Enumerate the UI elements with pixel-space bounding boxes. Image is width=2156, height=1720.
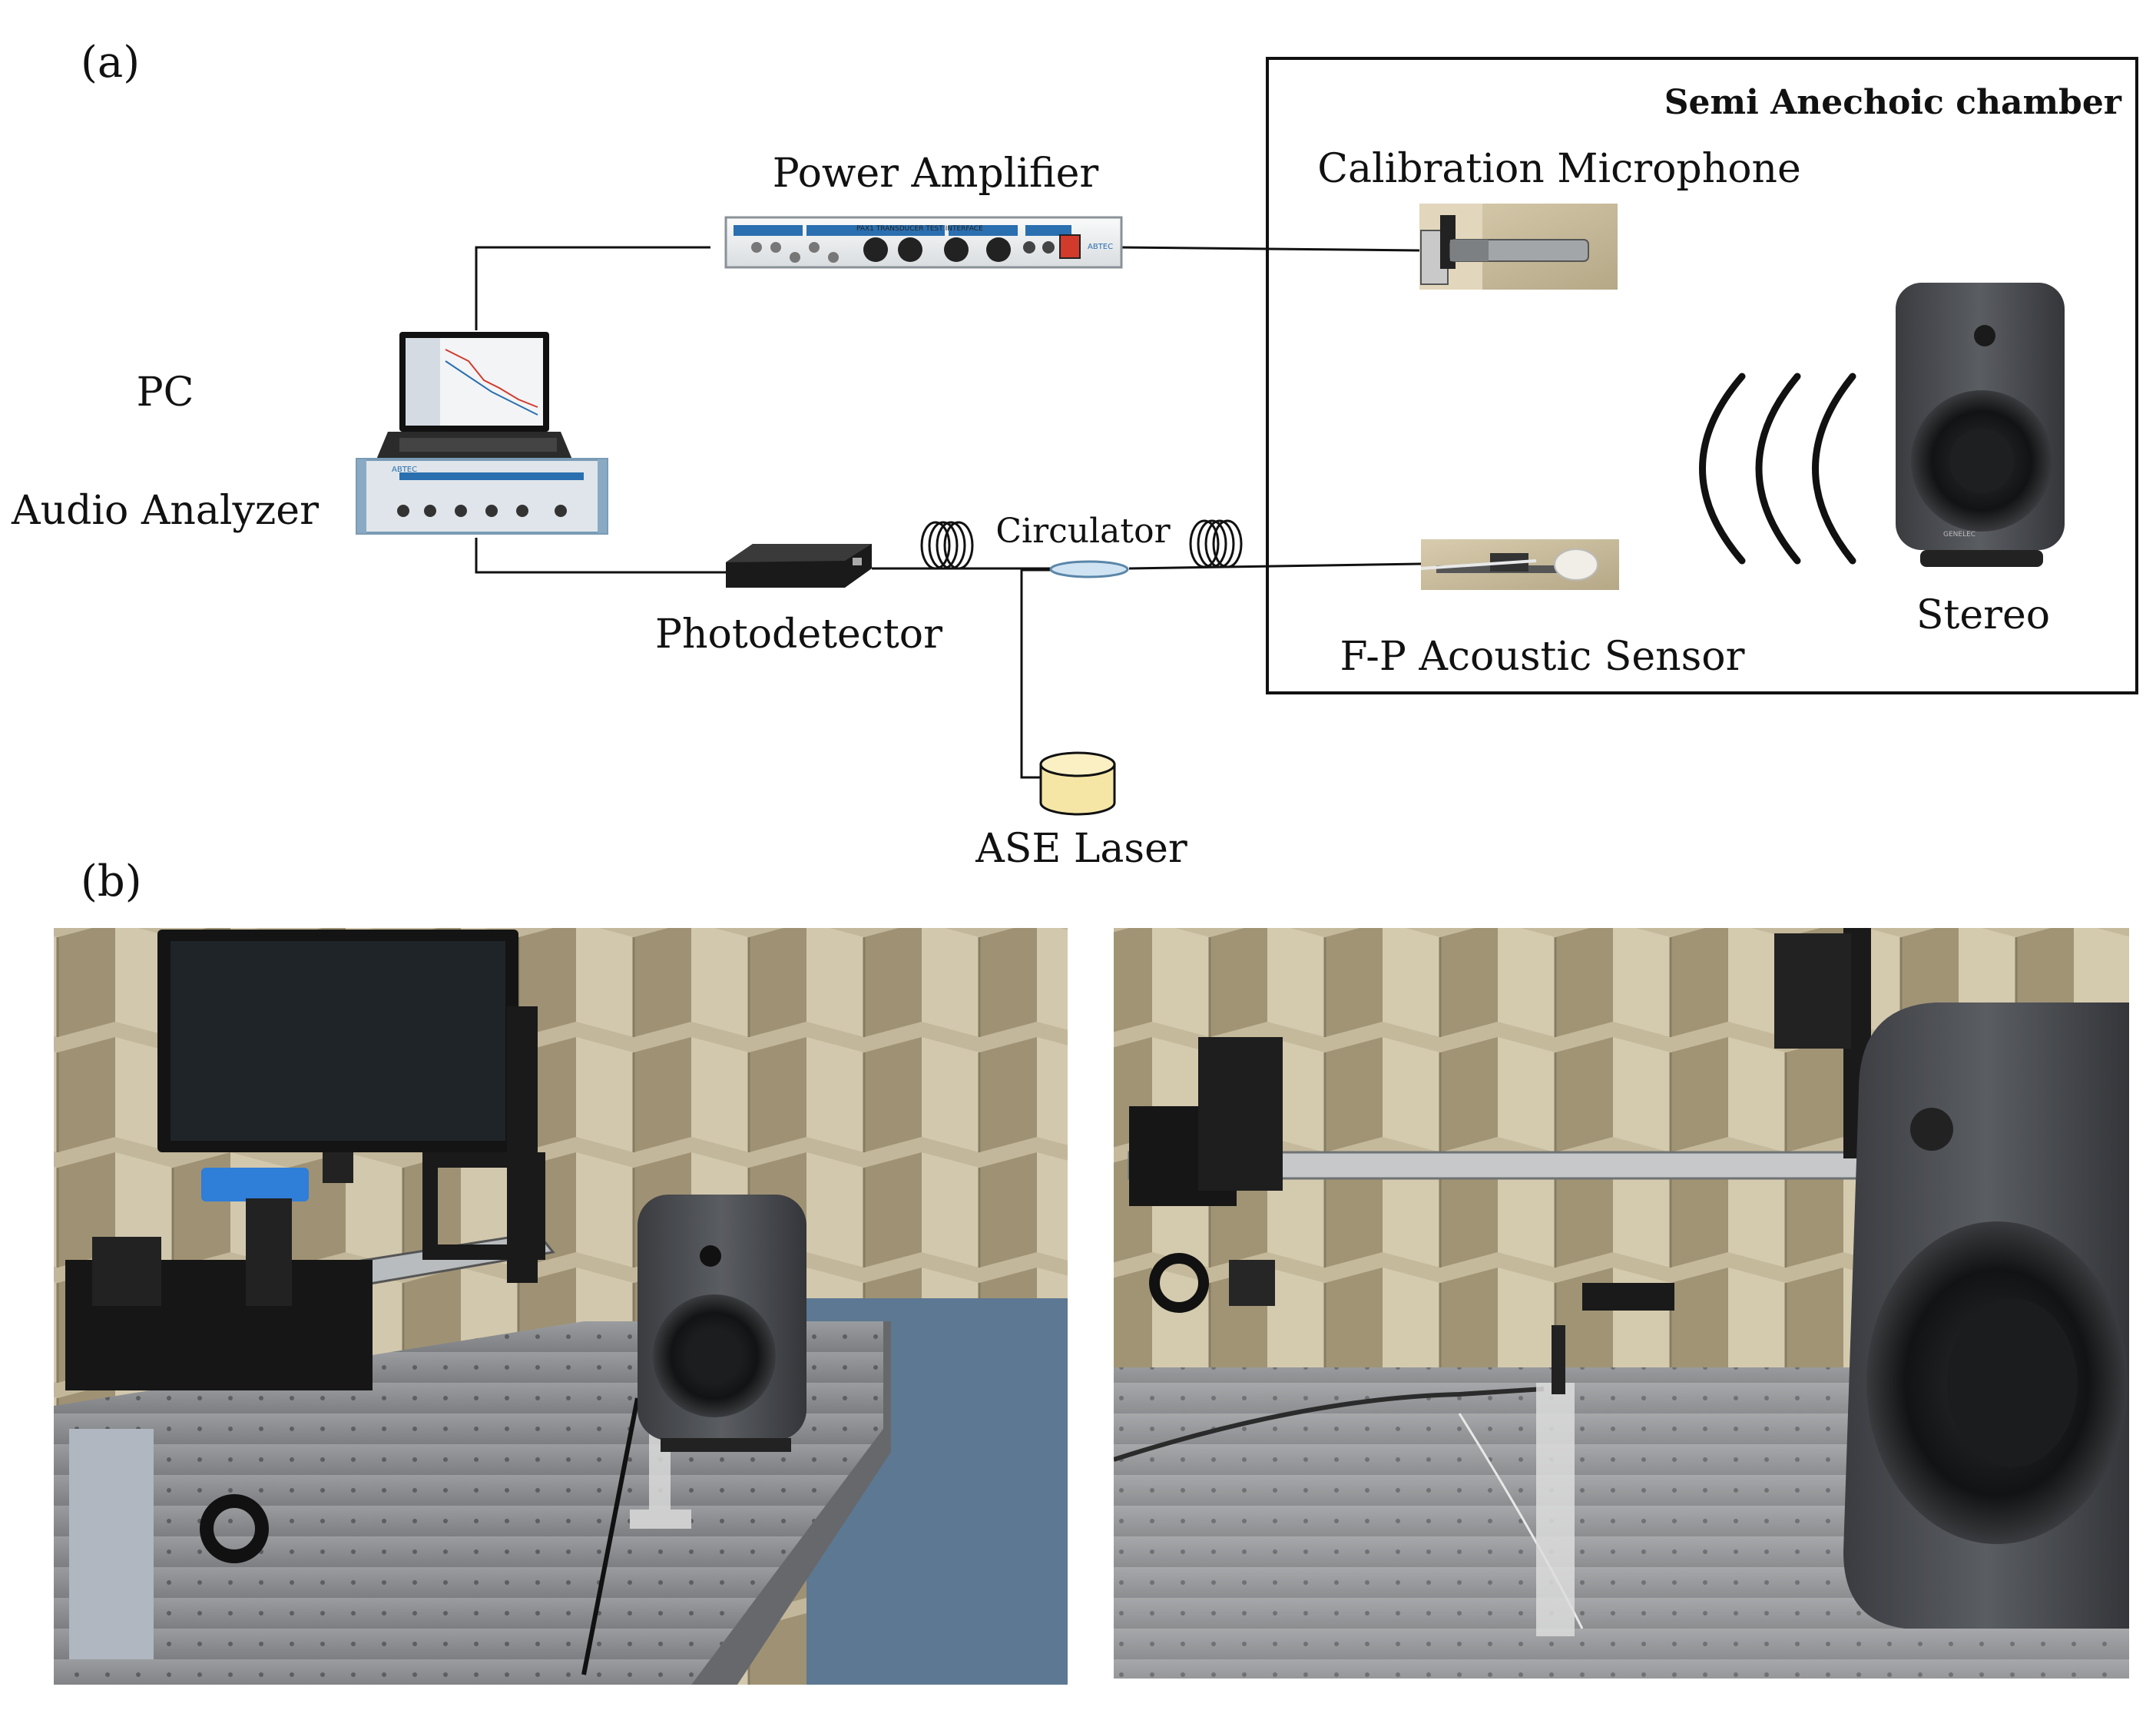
fiber-circulator-to-sensor <box>1128 562 1422 570</box>
panel-b: (b) <box>54 857 2129 1685</box>
audio-analyzer-label: Audio Analyzer <box>11 488 319 534</box>
amplifier-brand: ABTEC <box>1088 243 1113 251</box>
sound-wave-icon <box>1699 373 1856 565</box>
power-amplifier-device: PAX1 TRANSDUCER TEST INTERFACE ABTEC <box>724 216 1123 269</box>
wire-amplifier-to-microphone <box>1121 246 1420 252</box>
fp-acoustic-sensor-photo <box>1420 539 1619 590</box>
panel-a: (a) Semi Anechoic chamber Circ <box>11 38 2138 872</box>
audio-analyzer-device: ABTEC <box>356 458 608 535</box>
circulator-label: Circulator <box>995 512 1171 551</box>
speaker-brand: GENELEC <box>1943 531 1976 539</box>
stereo-speaker-icon: GENELEC <box>1896 283 2065 567</box>
semi-anechoic-chamber-box <box>1266 57 2138 694</box>
fiber-coil-left <box>920 521 974 570</box>
photo-right-setup <box>1114 928 2129 1679</box>
analyzer-brand: ABTEC <box>392 466 417 474</box>
circulator-icon <box>1049 560 1129 578</box>
wire-analyzer-to-photodetector <box>475 538 726 574</box>
photodetector-device <box>726 544 872 588</box>
fiber-circulator-to-laser <box>1020 568 1068 779</box>
pc-label: PC <box>137 370 194 416</box>
pc-laptop <box>376 332 572 459</box>
wire-pc-to-amplifier <box>475 246 710 330</box>
fiber-coil-right <box>1189 519 1243 568</box>
photodetector-label: Photodetector <box>655 611 942 658</box>
connection-wires <box>475 246 1422 779</box>
power-amplifier-label: Power Amplifier <box>773 151 1099 197</box>
calibration-microphone-photo <box>1419 204 1618 290</box>
photo-left-setup <box>54 928 1068 1685</box>
fp-acoustic-sensor-label: F-P Acoustic Sensor <box>1340 634 1745 680</box>
panel-b-label: (b) <box>81 857 142 906</box>
stereo-label: Stereo <box>1916 592 2050 638</box>
panel-a-label: (a) <box>81 38 140 88</box>
ase-laser-label: ASE Laser <box>975 826 1187 872</box>
chamber-title: Semi Anechoic chamber <box>1664 83 2122 122</box>
amplifier-front-text: PAX1 TRANSDUCER TEST INTERFACE <box>856 225 983 233</box>
amplifier-power-switch-icon <box>1059 234 1081 259</box>
ase-laser-icon <box>1039 751 1116 816</box>
calibration-microphone-label: Calibration Microphone <box>1317 146 1801 192</box>
